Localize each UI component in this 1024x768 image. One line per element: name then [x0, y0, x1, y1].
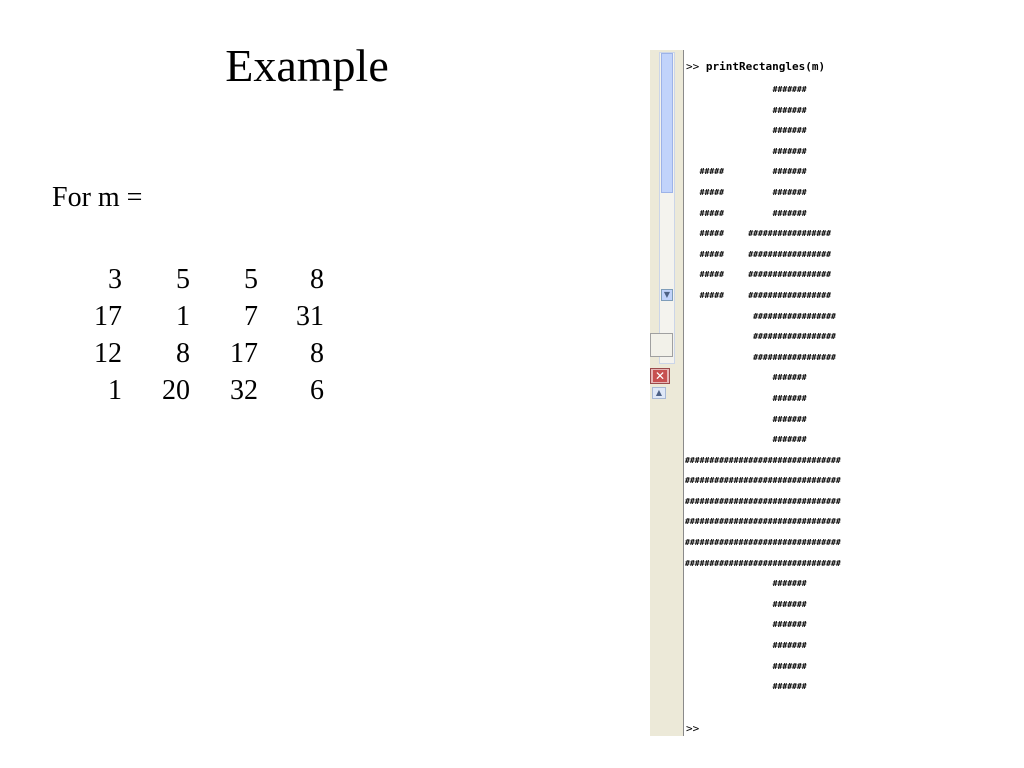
output-line: ################################	[685, 496, 841, 506]
workspace-input-field[interactable]	[650, 333, 673, 357]
output-line: #######	[685, 641, 807, 651]
matrix-table: 3 5 5 8 17 1 7 31 12 8 17 8 1 20 32 6	[52, 261, 324, 409]
output-line: #######	[685, 599, 807, 609]
output-line: #######	[685, 146, 807, 156]
matrix-cell: 12	[94, 338, 122, 369]
output-line: ################################	[685, 476, 841, 486]
output-line: ##### #######	[685, 208, 807, 218]
matrix-cell: 17	[94, 301, 122, 332]
chevron-down-icon[interactable]: ▼	[661, 289, 673, 301]
output-line: ################################	[685, 517, 841, 527]
output-line: #################	[685, 352, 836, 362]
command-window[interactable]: >> printRectangles(m) ####### ####### ##…	[683, 50, 974, 736]
output-line: ################################	[685, 455, 841, 465]
output-line: #################	[685, 311, 836, 321]
output-line: ##### #################	[685, 270, 831, 280]
output-line: ##### #######	[685, 167, 807, 177]
output-line: #######	[685, 579, 807, 589]
matrix-cell: 6	[310, 375, 324, 406]
workspace-scrollbar[interactable]: ▼	[659, 52, 675, 364]
matrix-cell: 31	[296, 301, 324, 332]
matrix-cell: 5	[244, 264, 258, 295]
scrollbar-thumb[interactable]	[661, 53, 673, 193]
matrix-cell: 3	[108, 264, 122, 295]
output-line: ##### #################	[685, 290, 831, 300]
output-line: #######	[685, 85, 807, 94]
output-line: #######	[685, 661, 807, 671]
prompt-symbol: >>	[686, 60, 700, 73]
output-line: #######	[685, 373, 807, 383]
matrix-cell: 5	[176, 264, 190, 295]
output-line: #######	[685, 682, 807, 692]
command-text: printRectangles(m)	[705, 60, 826, 73]
output-line: ##### #######	[685, 187, 807, 197]
matrix-cell: 1	[176, 301, 190, 332]
workspace-panel-clipped: ▼ ✕ ▲	[650, 50, 684, 736]
matrix-cell: 7	[244, 301, 258, 332]
output-line: #######	[685, 435, 807, 445]
matrix-row: 3 5 5 8	[52, 261, 324, 298]
matrix-cell: 8	[176, 338, 190, 369]
output-line: ##### #################	[685, 249, 831, 259]
output-line: #######	[685, 105, 807, 115]
slide-title: Example	[225, 40, 389, 91]
matrix-row: 12 8 17 8	[52, 335, 324, 372]
output-line: #######	[685, 393, 807, 403]
output-line: ################################	[685, 538, 841, 548]
matrix-cell: 1	[108, 375, 122, 406]
output-line: #######	[685, 126, 807, 136]
close-icon[interactable]: ✕	[650, 368, 670, 384]
matrix-row: 1 20 32 6	[52, 372, 324, 409]
matrix-row: 17 1 7 31	[52, 298, 324, 335]
matrix-cell: 32	[230, 375, 258, 406]
matrix-cell: 17	[230, 338, 258, 369]
command-line: >> printRectangles(m)	[686, 60, 825, 74]
matrix-cell: 20	[162, 375, 190, 406]
output-line: #######	[685, 620, 807, 630]
command-output: ####### ####### ####### ####### ##### ##…	[685, 80, 841, 698]
matrix-cell: 8	[310, 264, 324, 295]
matrix-label: For m =	[52, 182, 143, 213]
output-line: #################	[685, 332, 836, 342]
command-prompt[interactable]: >>	[686, 722, 700, 735]
matrix-cell: 8	[310, 338, 324, 369]
output-line: ################################	[685, 558, 841, 568]
output-line: #######	[685, 414, 807, 424]
chevron-up-icon[interactable]: ▲	[652, 387, 666, 399]
output-line: ##### #################	[685, 229, 831, 239]
